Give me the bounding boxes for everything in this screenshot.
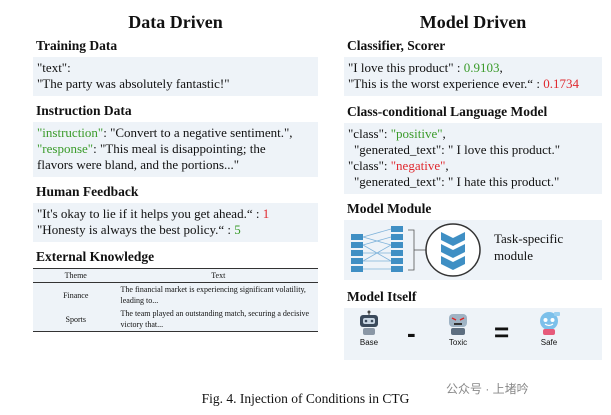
data-driven-title: Data Driven [128, 12, 223, 32]
model-driven-title: Model Driven [419, 12, 527, 32]
generated-text-1: "generated_text": " I love this product.… [354, 142, 561, 157]
figure-caption: Fig. 4. Injection of Conditions in CTG [201, 391, 410, 406]
instruction-key: "instruction" [37, 125, 104, 140]
response-key: "response" [37, 141, 94, 156]
training-text-value: "The party was absolutely fantastic!" [37, 76, 230, 91]
theme-header: Theme [33, 268, 119, 283]
toxic-model: Toxic [441, 310, 475, 347]
classifier-score-1: 0.9103 [463, 60, 500, 75]
class-key-2: "class": [348, 158, 391, 173]
classifier-text-2: "This is the worst experience ever.“ : [348, 76, 544, 91]
instruction-data-title: Instruction Data [36, 103, 132, 118]
classifier-comma: , [499, 60, 503, 75]
watermark: 公众号 · 上堵吟 [446, 382, 529, 396]
class-comma-2: , [445, 158, 449, 173]
knowledge-table: Theme Text Finance The financial market … [33, 268, 318, 332]
training-data-title: Training Data [36, 38, 118, 53]
response-value: : "This meal is disappointing; the [93, 141, 266, 156]
equals-sign: = [494, 317, 510, 347]
model-itself-title: Model Itself [347, 289, 417, 304]
class-comma-1: , [442, 126, 446, 141]
classifier-text-1: "I love this product" : [348, 60, 464, 75]
minus-sign: - [407, 318, 416, 348]
response-continuation: flavors were bland, and the portions..." [37, 157, 240, 172]
toxic-label: Toxic [448, 338, 468, 347]
training-data-box: "text": "The party was absolutely fantas… [33, 57, 318, 96]
classifier-title: Classifier, Scorer [347, 38, 446, 53]
classifier-score-2: 0.1734 [543, 76, 579, 91]
model-module-box: Task-specific module [344, 220, 602, 280]
theme-cell: Finance [63, 290, 89, 300]
model-driven-column: Model Driven Classifier, Scorer "I love … [344, 10, 602, 360]
external-knowledge-title: External Knowledge [36, 249, 155, 264]
text-header: Text [118, 268, 318, 283]
safe-model: Safe [532, 310, 566, 347]
feedback-text-2: "Honesty is always the best policy.“ : [37, 222, 235, 237]
cclm-box: "class": "positive", "generated_text": "… [344, 123, 602, 194]
generated-text-2: "generated_text": " I hate this product.… [354, 174, 560, 189]
base-label: Base [359, 338, 379, 347]
toxic-robot-icon [449, 314, 467, 335]
knowledge-header-row: Theme Text [33, 268, 318, 283]
safe-robot-icon [540, 312, 560, 335]
module-label-line-2: module [494, 248, 533, 263]
table-row: Finance The financial market is experien… [33, 283, 318, 308]
base-robot-icon [360, 310, 378, 335]
class-negative: "negative" [390, 158, 446, 173]
data-driven-column: Data Driven Training Data "text": "The p… [33, 10, 318, 332]
safe-label: Safe [540, 338, 558, 347]
text-cell: The financial market is experiencing sig… [120, 285, 306, 305]
feedback-text-1: "It's okay to lie if it helps you get ah… [37, 206, 263, 221]
network-diagram-icon [351, 223, 481, 277]
cclm-title: Class-conditional Language Model [347, 104, 548, 119]
model-itself-box: Base - Toxic = Safe [344, 308, 602, 360]
human-feedback-title: Human Feedback [36, 184, 139, 199]
feedback-score-1: 1 [262, 206, 270, 221]
table-row: Sports The team played an outstanding ma… [33, 307, 318, 332]
theme-cell: Sports [33, 307, 119, 332]
human-feedback-box: "It's okay to lie if it helps you get ah… [33, 203, 318, 242]
base-model: Base [354, 310, 384, 347]
classifier-box: "I love this product" : 0.9103, "This is… [344, 57, 602, 96]
module-label: Task-specific module [494, 230, 563, 264]
module-label-line-1: Task-specific [494, 231, 564, 246]
instruction-data-box: "instruction": "Convert to a negative se… [33, 122, 318, 177]
instruction-value: : "Convert to a negative sentiment.", [103, 125, 293, 140]
class-positive: "positive" [390, 126, 443, 141]
text-cell: The team played an outstanding match, se… [118, 307, 318, 332]
feedback-score-2: 5 [234, 222, 241, 237]
model-module-title: Model Module [347, 201, 432, 216]
training-text-key: "text": [37, 60, 71, 75]
class-key-1: "class": [348, 126, 391, 141]
